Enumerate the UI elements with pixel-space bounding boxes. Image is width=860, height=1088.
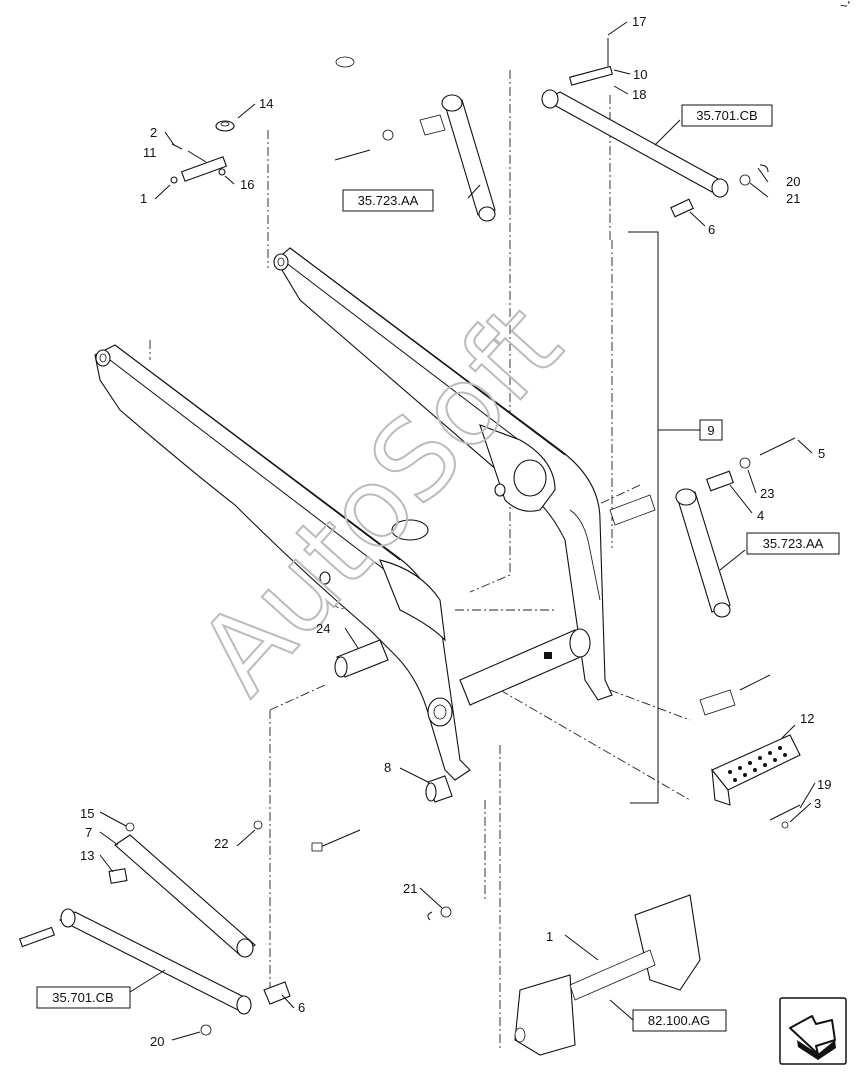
small-hardware [253,804,801,921]
reference-box-link-upper[interactable]: 35.701.CB [681,104,773,127]
assembly-lines [149,70,691,1050]
group-label: 9 [707,423,714,438]
part-number[interactable]: 18 [632,87,646,102]
part-number[interactable]: 20 [150,1034,164,1049]
reference-label: 35.701.CB [696,108,757,123]
upper-right-link [541,38,769,218]
reference-label: 35.701.CB [52,990,113,1005]
part-number[interactable]: 10 [633,67,647,82]
part-number[interactable]: 16 [240,177,254,192]
part-number[interactable]: 23 [760,486,774,501]
part-number[interactable]: 8 [384,760,391,775]
cross-tube [459,628,591,706]
reference-box-cylinder-right[interactable]: 35.723.AA [746,532,840,555]
leader-lines [99,21,816,1041]
next-page-arrow-icon[interactable] [779,997,847,1065]
right-loader-arm [273,247,613,701]
part-number[interactable]: 11 [143,145,157,160]
part-number[interactable]: 4 [757,508,764,523]
upper-pin-assembly [170,120,235,184]
step-plate [711,734,801,806]
part-number[interactable]: 1 [140,191,147,206]
part-number[interactable]: 24 [316,621,330,636]
upper-lift-cylinder [334,56,496,222]
part-number[interactable]: 6 [298,1000,305,1015]
part-number[interactable]: 2 [150,125,157,140]
part-number[interactable]: 15 [80,806,94,821]
part-number[interactable]: 22 [214,836,228,851]
part-number[interactable]: 6 [708,222,715,237]
part-number[interactable]: 21 [403,881,417,896]
part-number[interactable]: 14 [259,96,273,111]
part-number[interactable]: 17 [632,14,646,29]
part-number[interactable]: 13 [80,848,94,863]
reference-label: 82.100.AG [648,1013,710,1028]
part-number[interactable]: 21 [786,191,800,206]
part-number[interactable]: 20 [786,174,800,189]
part-number[interactable]: 7 [85,825,92,840]
part-number-labels: 17 10 18 14 2 11 1 16 20 21 6 5 23 4 24 … [80,14,831,1049]
part-number[interactable]: 19 [817,777,831,792]
lower-left-link [18,822,291,1036]
group-label-box[interactable]: 9 [699,419,723,441]
part-number[interactable]: 5 [818,446,825,461]
part-number[interactable]: 3 [814,796,821,811]
reference-box-cylinder-upper[interactable]: 35.723.AA [342,189,434,212]
reference-box-link-lower[interactable]: 35.701.CB [36,986,131,1009]
reference-label: 35.723.AA [763,536,824,551]
bushings [311,639,453,852]
right-lift-cylinder [609,437,796,716]
corner-mark: ~' [840,0,850,13]
part-number[interactable]: 12 [800,711,814,726]
left-loader-arm [94,344,471,781]
reference-label: 35.723.AA [358,193,419,208]
group-bracket [628,231,700,804]
reference-box-quick-attach[interactable]: 82.100.AG [632,1009,727,1032]
quick-attach-assembly [514,894,701,1056]
part-number[interactable]: 1 [546,929,553,944]
